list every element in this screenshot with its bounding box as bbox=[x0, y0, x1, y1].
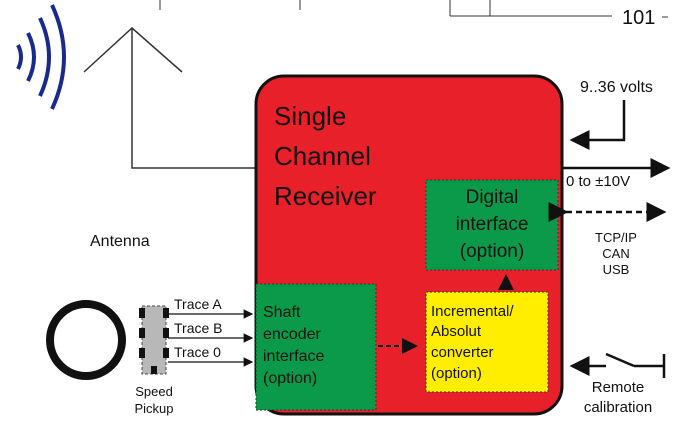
page-number: 101 bbox=[622, 7, 655, 29]
converter-line4: (option) bbox=[431, 365, 482, 382]
shaft-encoder-box bbox=[255, 283, 377, 411]
remote-calibration-line1: Remote bbox=[592, 379, 645, 396]
shaft-encoder-line3: interface bbox=[263, 348, 324, 365]
speed-pickup-sensor-icon bbox=[139, 305, 169, 375]
receiver-title-line3: Receiver bbox=[274, 181, 377, 211]
receiver-title-line1: Single bbox=[274, 101, 346, 131]
encoder-wheel-icon bbox=[46, 300, 126, 380]
antenna-icon bbox=[83, 26, 258, 169]
digital-interface-line3: (option) bbox=[460, 241, 524, 262]
converter-line1: Incremental/ bbox=[431, 303, 514, 320]
shaft-encoder-line1: Shaft bbox=[263, 304, 301, 321]
shaft-encoder-line4: (option) bbox=[263, 370, 317, 387]
power-label: 9..36 volts bbox=[580, 79, 653, 96]
power-input-arrow bbox=[569, 100, 626, 150]
trace-a-label: Trace A bbox=[174, 296, 222, 312]
digital-interface-line1: Digital bbox=[466, 187, 519, 208]
shaft-encoder-line2: encoder bbox=[263, 326, 321, 343]
switch-icon bbox=[569, 352, 666, 378]
comm-line2: CAN bbox=[602, 246, 629, 261]
digital-interface-line2: interface bbox=[456, 214, 529, 235]
receiver-title-line2: Channel bbox=[274, 141, 371, 171]
trace-0-label: Trace 0 bbox=[174, 344, 221, 360]
converter-line3: converter bbox=[431, 344, 494, 361]
comm-line3: USB bbox=[603, 262, 630, 277]
digital-interface-box bbox=[425, 179, 559, 271]
remote-calibration-line2: calibration bbox=[584, 399, 652, 416]
radio-waves-icon bbox=[16, 4, 66, 110]
comm-line1: TCP/IP bbox=[595, 230, 637, 245]
analog-output-label: 0 to ±10V bbox=[566, 173, 630, 190]
speed-pickup-line2: Pickup bbox=[134, 401, 173, 416]
antenna-label: Antenna bbox=[90, 233, 150, 250]
trace-b-label: Trace B bbox=[174, 320, 223, 336]
speed-pickup-line1: Speed bbox=[135, 384, 173, 399]
converter-box bbox=[425, 291, 549, 393]
converter-line2: Absolut bbox=[431, 323, 482, 340]
